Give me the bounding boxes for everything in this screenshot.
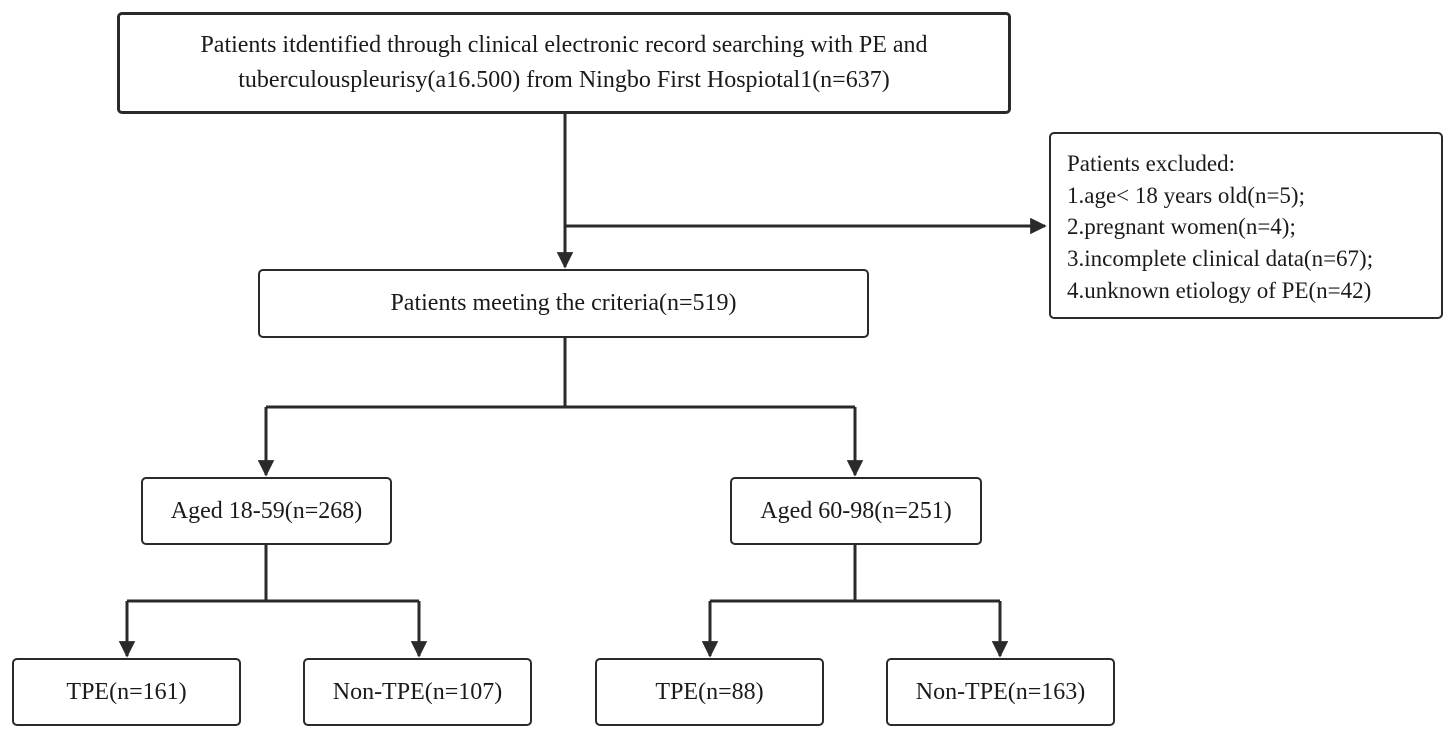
criteria-box: Patients meeting the criteria(n=519) xyxy=(258,269,869,338)
identified-patients-box: Patients itdentified through clinical el… xyxy=(117,12,1011,114)
young-group-label: Aged 18-59(n=268) xyxy=(170,497,363,524)
old-nontpe-label: Non-TPE(n=163) xyxy=(915,678,1086,705)
young-nontpe-box: Non-TPE(n=107) xyxy=(303,658,532,726)
old-nontpe-box: Non-TPE(n=163) xyxy=(886,658,1115,726)
identified-line-2: tuberculouspleurisy(a16.500) from Ningbo… xyxy=(238,67,890,93)
old-tpe-box: TPE(n=88) xyxy=(595,658,824,726)
old-group-label: Aged 60-98(n=251) xyxy=(760,497,952,524)
old-tpe-label: TPE(n=88) xyxy=(655,678,764,705)
identified-line-1: Patients itdentified through clinical el… xyxy=(200,32,928,59)
young-tpe-label: TPE(n=161) xyxy=(66,678,187,705)
excluded-item: 2.pregnant women(n=4); xyxy=(1067,214,1296,240)
excluded-item: 3.incomplete clinical data(n=67); xyxy=(1067,246,1374,272)
excluded-title: Patients excluded: xyxy=(1067,151,1235,176)
criteria-label: Patients meeting the criteria(n=519) xyxy=(390,290,737,317)
young-tpe-box: TPE(n=161) xyxy=(12,658,241,726)
excluded-item: 1.age< 18 years old(n=5); xyxy=(1067,182,1305,208)
excluded-item: 4.unknown etiology of PE(n=42) xyxy=(1067,277,1372,303)
excluded-patients-box: Patients excluded: 1.age< 18 years old(n… xyxy=(1049,132,1443,319)
old-group-box: Aged 60-98(n=251) xyxy=(730,477,982,545)
young-nontpe-label: Non-TPE(n=107) xyxy=(332,678,503,705)
young-group-box: Aged 18-59(n=268) xyxy=(141,477,392,545)
